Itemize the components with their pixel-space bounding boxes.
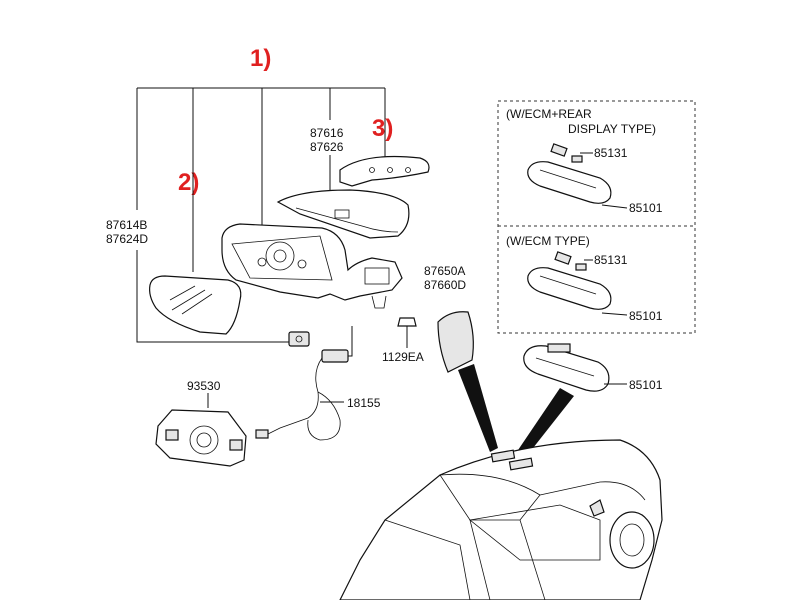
box2-title-line1: (W/ECM TYPE) <box>506 234 590 248</box>
rear-mirror-basic <box>523 343 627 392</box>
label-stop-a: 87650A <box>424 264 465 278</box>
mirror-stop <box>437 311 474 373</box>
mirror-cover <box>276 189 410 239</box>
label-mirror-3: 85101 <box>629 378 663 392</box>
label-stop-b: 87660D <box>424 278 466 292</box>
wiring-harness <box>255 326 353 441</box>
box1-title-line2: DISPLAY TYPE) <box>568 122 656 136</box>
label-cover-a: 87616 <box>310 126 344 140</box>
options-box <box>497 100 696 334</box>
label-cover-b: 87626 <box>310 140 344 154</box>
mirror-bracket-lines <box>136 87 386 343</box>
callout-2: 2) <box>178 169 199 196</box>
label-lamp-1: 85131 <box>594 146 628 160</box>
screw <box>397 317 417 348</box>
mirror-glass <box>149 275 242 335</box>
box1-title-line1: (W/ECM+REAR <box>506 107 592 121</box>
label-lamp-2: 85131 <box>594 253 628 267</box>
mirror-switch <box>155 393 247 467</box>
rear-mirror-display <box>527 143 628 209</box>
location-arrows <box>458 364 574 462</box>
label-screw: 1129EA <box>382 350 424 364</box>
label-mirror-assy-b: 87624D <box>106 232 148 246</box>
side-repeater-lamp <box>339 155 430 187</box>
mirror-connector <box>288 331 310 347</box>
car-body <box>339 439 663 600</box>
label-mirror-assy-a: 87614B <box>106 218 147 232</box>
mirror-housing <box>221 223 403 309</box>
label-mirror-2: 85101 <box>629 309 663 323</box>
callout-1: 1) <box>250 45 271 72</box>
label-switch: 93530 <box>187 379 221 393</box>
label-wiring: 18155 <box>347 396 381 410</box>
rear-mirror-ecm <box>527 251 628 316</box>
callout-3: 3) <box>372 115 393 142</box>
label-mirror-1: 85101 <box>629 201 663 215</box>
